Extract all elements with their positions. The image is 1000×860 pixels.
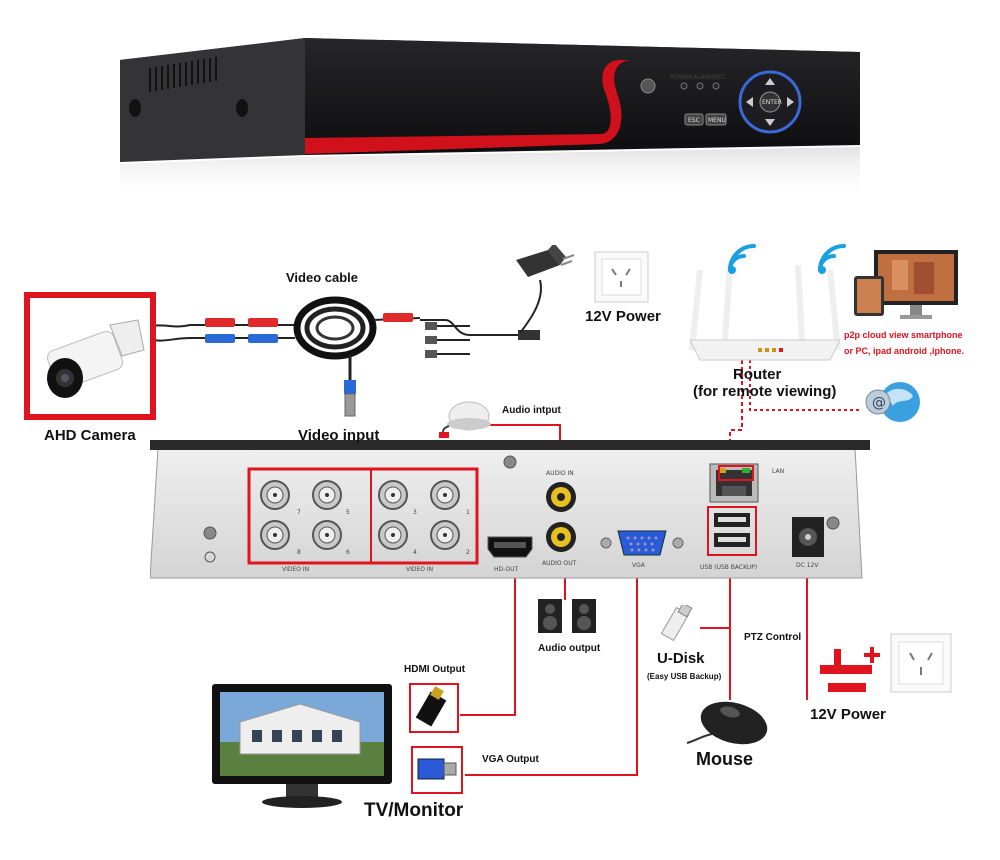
lan-highlight <box>718 465 754 481</box>
indicator-rec-label: REC <box>714 74 727 81</box>
dc-power-port-icon <box>792 517 824 557</box>
port-number-8: 8 <box>297 549 301 556</box>
dvr-front <box>120 38 860 200</box>
usb-ports-icon <box>707 506 757 556</box>
indicator-power-label: POWER <box>670 74 693 81</box>
lan-port-icon <box>709 463 759 503</box>
port-number-4: 4 <box>413 549 417 556</box>
audio-input-label: Audio intput <box>502 405 561 416</box>
ptz-control-label: PTZ Control <box>744 632 802 643</box>
u-disk-sub-label: (Easy USB Backup) <box>647 672 722 681</box>
u-disk-label: U-Disk <box>657 650 705 667</box>
enter-button-label: ENTER <box>762 99 782 106</box>
video-input-label: Video input <box>298 427 380 444</box>
hdmi-port-label: HD-OUT <box>494 566 519 573</box>
audio-out-port-icon <box>546 522 576 552</box>
power-12v-top-label: 12V Power <box>585 308 661 325</box>
usb-port-label: USB (USB BACKUP) <box>700 564 758 571</box>
port-number-1: 1 <box>466 509 470 516</box>
hdmi-port-icon <box>487 536 533 558</box>
hdmi-cable-icon <box>409 683 459 733</box>
port-number-7: 7 <box>297 509 301 516</box>
monitor-tablet-phone-icon <box>854 250 958 319</box>
power-adapter-icon <box>516 245 575 277</box>
router-label: Router <box>733 366 782 383</box>
microphone-icon <box>439 401 491 438</box>
vga-port-icon <box>600 530 684 556</box>
video-in-label-left: VIDEO IN <box>282 566 310 573</box>
svg-text:@: @ <box>872 395 886 411</box>
port-number-3: 3 <box>413 509 417 516</box>
port-number-6: 6 <box>346 549 350 556</box>
wall-socket-top-icon <box>594 251 649 303</box>
vga-port-label: VGA <box>632 562 645 569</box>
tv-monitor-label: TV/Monitor <box>364 800 464 821</box>
port-number-5: 5 <box>346 509 350 516</box>
video-in-label-right: VIDEO IN <box>406 566 434 573</box>
p2p-line2-label: or PC, ipad android ,iphone. <box>844 346 965 356</box>
router-icon <box>689 244 846 361</box>
indicator-alarm-label: ALARM <box>693 74 715 81</box>
speakers-icon <box>538 599 596 633</box>
port-number-2: 2 <box>466 549 470 556</box>
vga-cable-icon <box>411 746 463 794</box>
esc-button-label: ESC <box>688 117 700 124</box>
audio-out-port-label: AUDIO OUT <box>542 560 577 567</box>
audio-in-port-label: AUDIO IN <box>546 470 574 477</box>
dc-power-port-label: DC 12V <box>796 562 819 569</box>
mouse-label: Mouse <box>696 749 754 769</box>
vga-output-label: VGA Output <box>482 754 539 765</box>
audio-output-label: Audio output <box>538 643 601 654</box>
audio-in-port-icon <box>546 482 576 512</box>
bnc-ports <box>260 480 460 550</box>
mouse-icon <box>686 701 768 745</box>
lan-port-label: LAN <box>772 468 785 475</box>
tv-monitor-icon <box>212 684 392 808</box>
p2p-line1-label: p2p cloud view smartphone <box>844 330 963 340</box>
internet-globe-icon: @ <box>865 382 920 422</box>
video-cable-label: Video cable <box>286 270 359 285</box>
hdmi-output-label: HDMI Output <box>404 664 466 675</box>
ahd-camera-label: AHD Camera <box>44 427 136 444</box>
power-12v-bottom-label: 12V Power <box>810 706 886 723</box>
ahd-camera-icon <box>47 319 145 398</box>
menu-button-label: MENU <box>708 117 726 124</box>
video-in-highlight <box>247 467 479 565</box>
u-disk-icon <box>660 605 693 642</box>
dc-power-symbol-icon <box>820 647 880 692</box>
wall-socket-bottom-icon <box>890 633 952 693</box>
router-sub-label: (for remote viewing) <box>693 383 837 400</box>
